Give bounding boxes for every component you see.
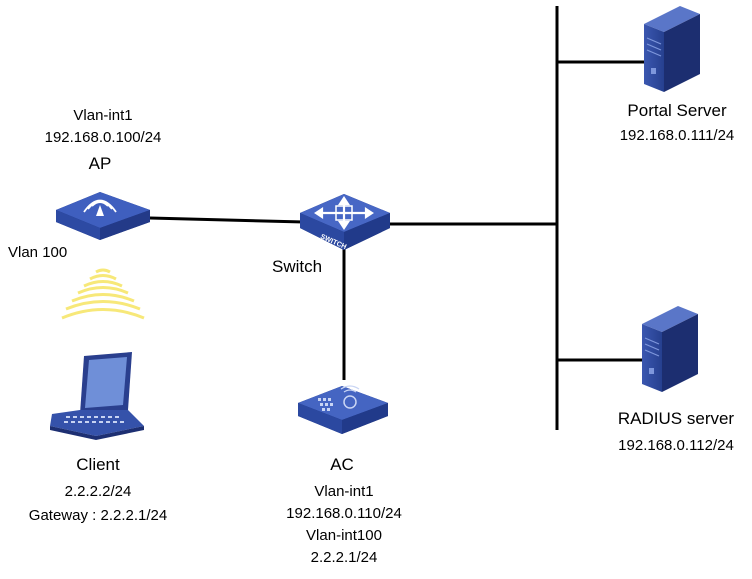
client-ip-label: 2.2.2.2/24 — [64, 483, 132, 500]
server-icon — [644, 6, 700, 92]
switch-icon — [300, 194, 390, 250]
client-gateway-label: Gateway : 2.2.2.1/24 — [28, 507, 168, 524]
wireless-ap-icon — [56, 192, 150, 240]
ac-ip2-label: 2.2.2.1/24 — [310, 549, 378, 566]
radius-server-ip-label: 192.168.0.112/24 — [618, 437, 734, 454]
ap-interface-label: Vlan-int1 — [73, 107, 133, 124]
wifi-signal-icon — [61, 268, 145, 320]
portal-server-ip-label: 192.168.0.111/24 — [619, 127, 735, 144]
ac-name-label: AC — [330, 455, 354, 474]
client-name-label: Client — [76, 455, 120, 474]
ac-interface2-label: Vlan-int100 — [306, 527, 382, 544]
ap-vlan-label: Vlan 100 — [8, 244, 68, 261]
ap-name-label: AP — [88, 154, 112, 173]
ac-interface1-label: Vlan-int1 — [314, 483, 374, 500]
ac-ip1-label: 192.168.0.110/24 — [286, 505, 402, 522]
link-ap-switch — [149, 216, 305, 224]
laptop-icon — [50, 352, 144, 440]
radius-server-name-label: RADIUS server — [617, 409, 735, 428]
portal-server-name-label: Portal Server — [627, 101, 727, 120]
access-controller-icon — [298, 385, 388, 434]
server-icon — [642, 306, 698, 392]
links — [149, 6, 644, 430]
switch-name-label: Switch — [272, 257, 323, 276]
ap-ip-label: 192.168.0.100/24 — [44, 129, 162, 146]
